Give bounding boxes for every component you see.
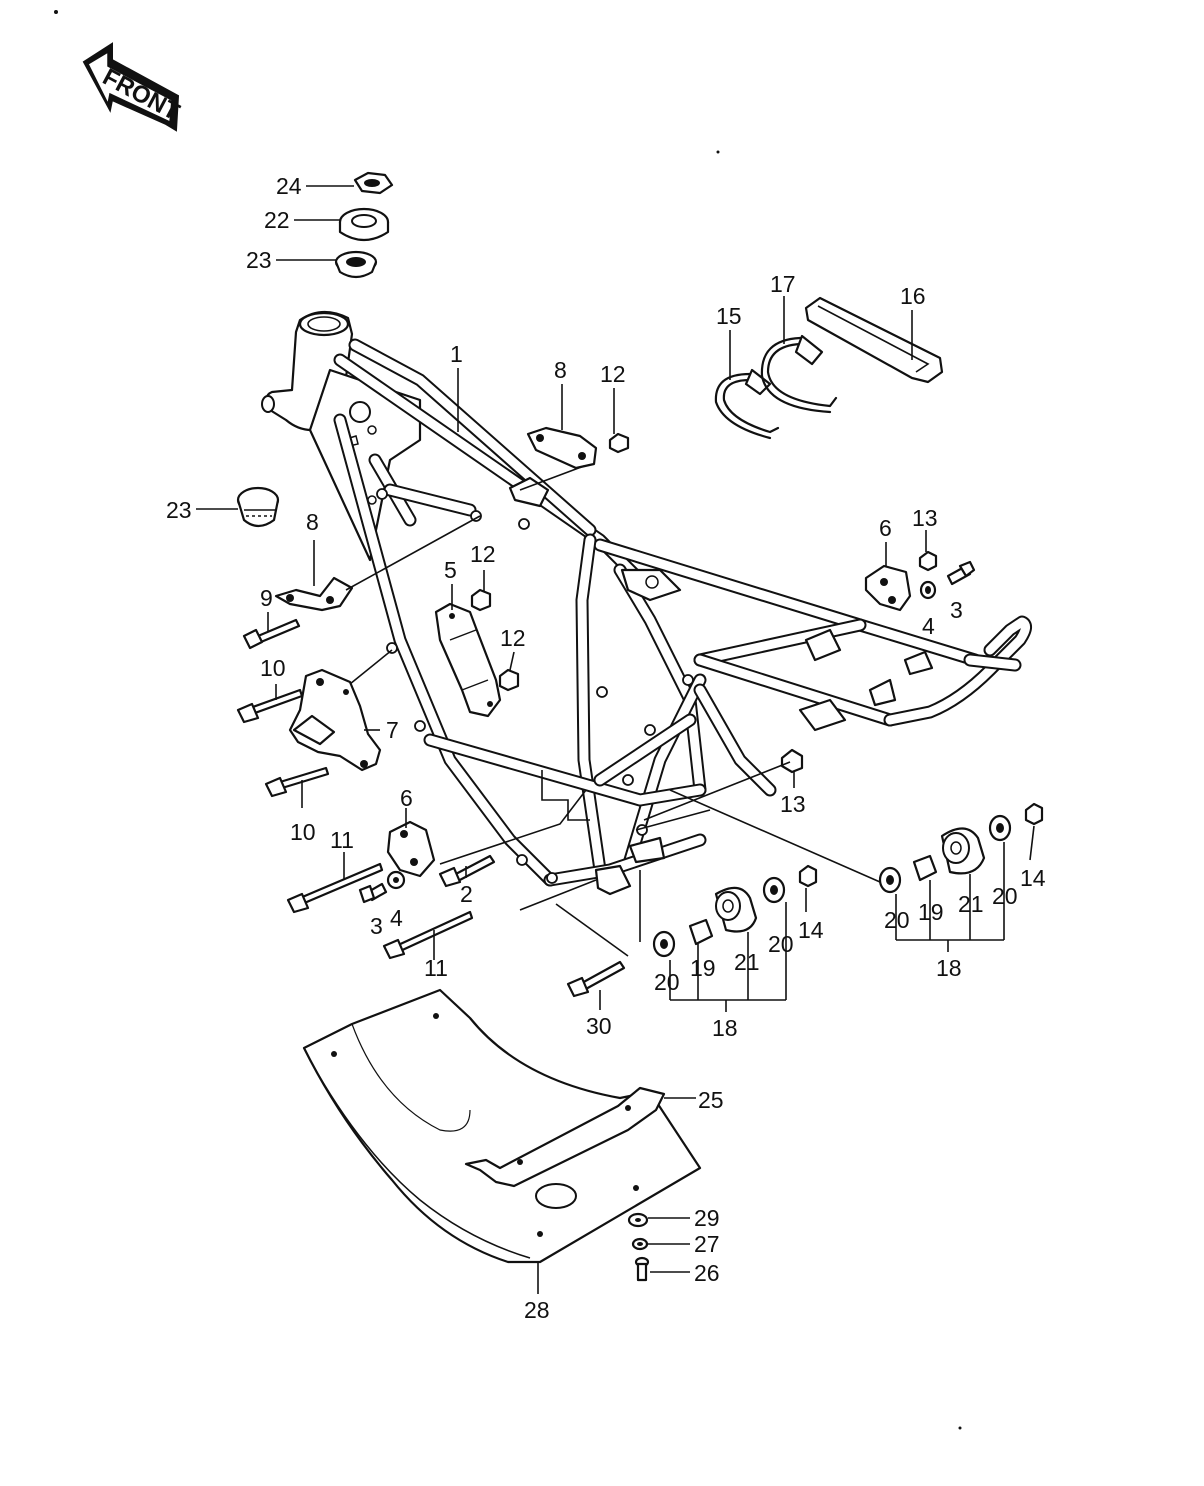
plate-5 [434,602,502,718]
bolt-30 [566,960,626,998]
screw-26 [634,1256,650,1282]
bracket-7 [288,668,382,772]
skid-plate-bracket-25 [464,1086,666,1188]
callout-16: 16 [900,283,926,309]
callout-18-b: 18 [936,955,962,981]
bolt-3-left [358,882,388,904]
battery-strap-16 [804,296,944,384]
callout-8-top: 8 [554,357,567,383]
speck-dot [54,10,58,14]
callout-18-a: 18 [712,1015,738,1041]
bolt-10-bottom [264,766,330,798]
callout-26: 26 [694,1260,720,1286]
speck-dot [958,1426,962,1430]
callout-13-mid: 13 [780,791,806,817]
nut-13-right [918,550,938,572]
callout-21-b: 21 [958,891,984,917]
callout-12-top: 12 [600,361,626,387]
callout-17: 17 [770,271,796,297]
nut-12-low [498,668,520,692]
callout-10-bottom: 10 [290,819,316,845]
callout-20-b: 20 [768,931,794,957]
callout-24: 24 [276,173,302,199]
main-frame [261,310,1032,896]
callout-12-low: 12 [500,625,526,651]
callout-14-b: 14 [1020,865,1046,891]
callout-5: 5 [444,557,457,583]
washer-4-left [386,870,406,890]
nut-12-top [608,432,630,454]
callout-20-a: 20 [654,969,680,995]
bracket-8-top [526,426,598,470]
callout-3-left: 3 [370,913,383,939]
callout-21-a: 21 [734,949,760,975]
steering-bearing-lower [236,486,280,528]
skid-plate-28 [302,988,702,1264]
callout-27: 27 [694,1231,720,1257]
callout-23-top: 23 [246,247,272,273]
bracket-6-left [386,820,436,878]
speck-dot [716,150,720,154]
callout-10-top: 10 [260,655,286,681]
callout-4-left: 4 [390,905,403,931]
callout-20-d: 20 [992,883,1018,909]
battery-strap-clamp-15 [714,368,780,440]
bolt-10-top [236,688,304,724]
callout-23-left: 23 [166,497,192,523]
steering-nut [353,171,394,195]
steering-bearing-upper [338,207,390,242]
callout-1: 1 [450,341,463,367]
callout-15: 15 [716,303,742,329]
callout-14-a: 14 [798,917,824,943]
callout-28: 28 [524,1297,550,1323]
bolt-11-top [286,862,384,914]
callout-8-left: 8 [306,509,319,535]
callout-11-top: 11 [330,827,354,853]
callout-25: 25 [698,1087,724,1113]
bolt-9 [242,618,301,650]
callout-7: 7 [386,717,399,743]
lock-washer-27 [631,1237,649,1251]
mount-set-a [652,864,818,958]
callout-numbers: 24 22 23 1 8 12 15 17 16 23 8 6 13 3 4 5… [166,173,1046,1323]
callout-6-right: 6 [879,515,892,541]
callout-20-c: 20 [884,907,910,933]
nut-12-mid [470,588,492,612]
callout-6-left: 6 [400,785,413,811]
bolt-2 [438,854,496,888]
callout-11-bottom: 11 [424,955,448,981]
callout-9: 9 [260,585,273,611]
nut-13-mid [780,748,804,774]
battery-strap-clamp-17 [760,334,838,414]
leader-lines [196,185,1035,1294]
mount-set-b [878,802,1044,894]
washer-4-right [919,580,937,600]
callout-30: 30 [586,1013,612,1039]
callout-12-mid: 12 [470,541,496,567]
callout-19-b: 19 [918,899,944,925]
callout-13-right: 13 [912,505,938,531]
front-arrow-icon: FRONT [82,42,184,132]
callout-29: 29 [694,1205,720,1231]
callout-3-right: 3 [950,597,963,623]
bracket-6-right [864,564,912,612]
callout-4-right: 4 [922,613,935,639]
bracket-8-left [274,576,354,612]
steering-bearing-race [334,250,378,279]
bolt-3-right [946,560,976,586]
callout-19-a: 19 [690,955,716,981]
callout-22: 22 [264,207,290,233]
washer-29 [627,1212,649,1228]
callout-2: 2 [460,881,473,907]
